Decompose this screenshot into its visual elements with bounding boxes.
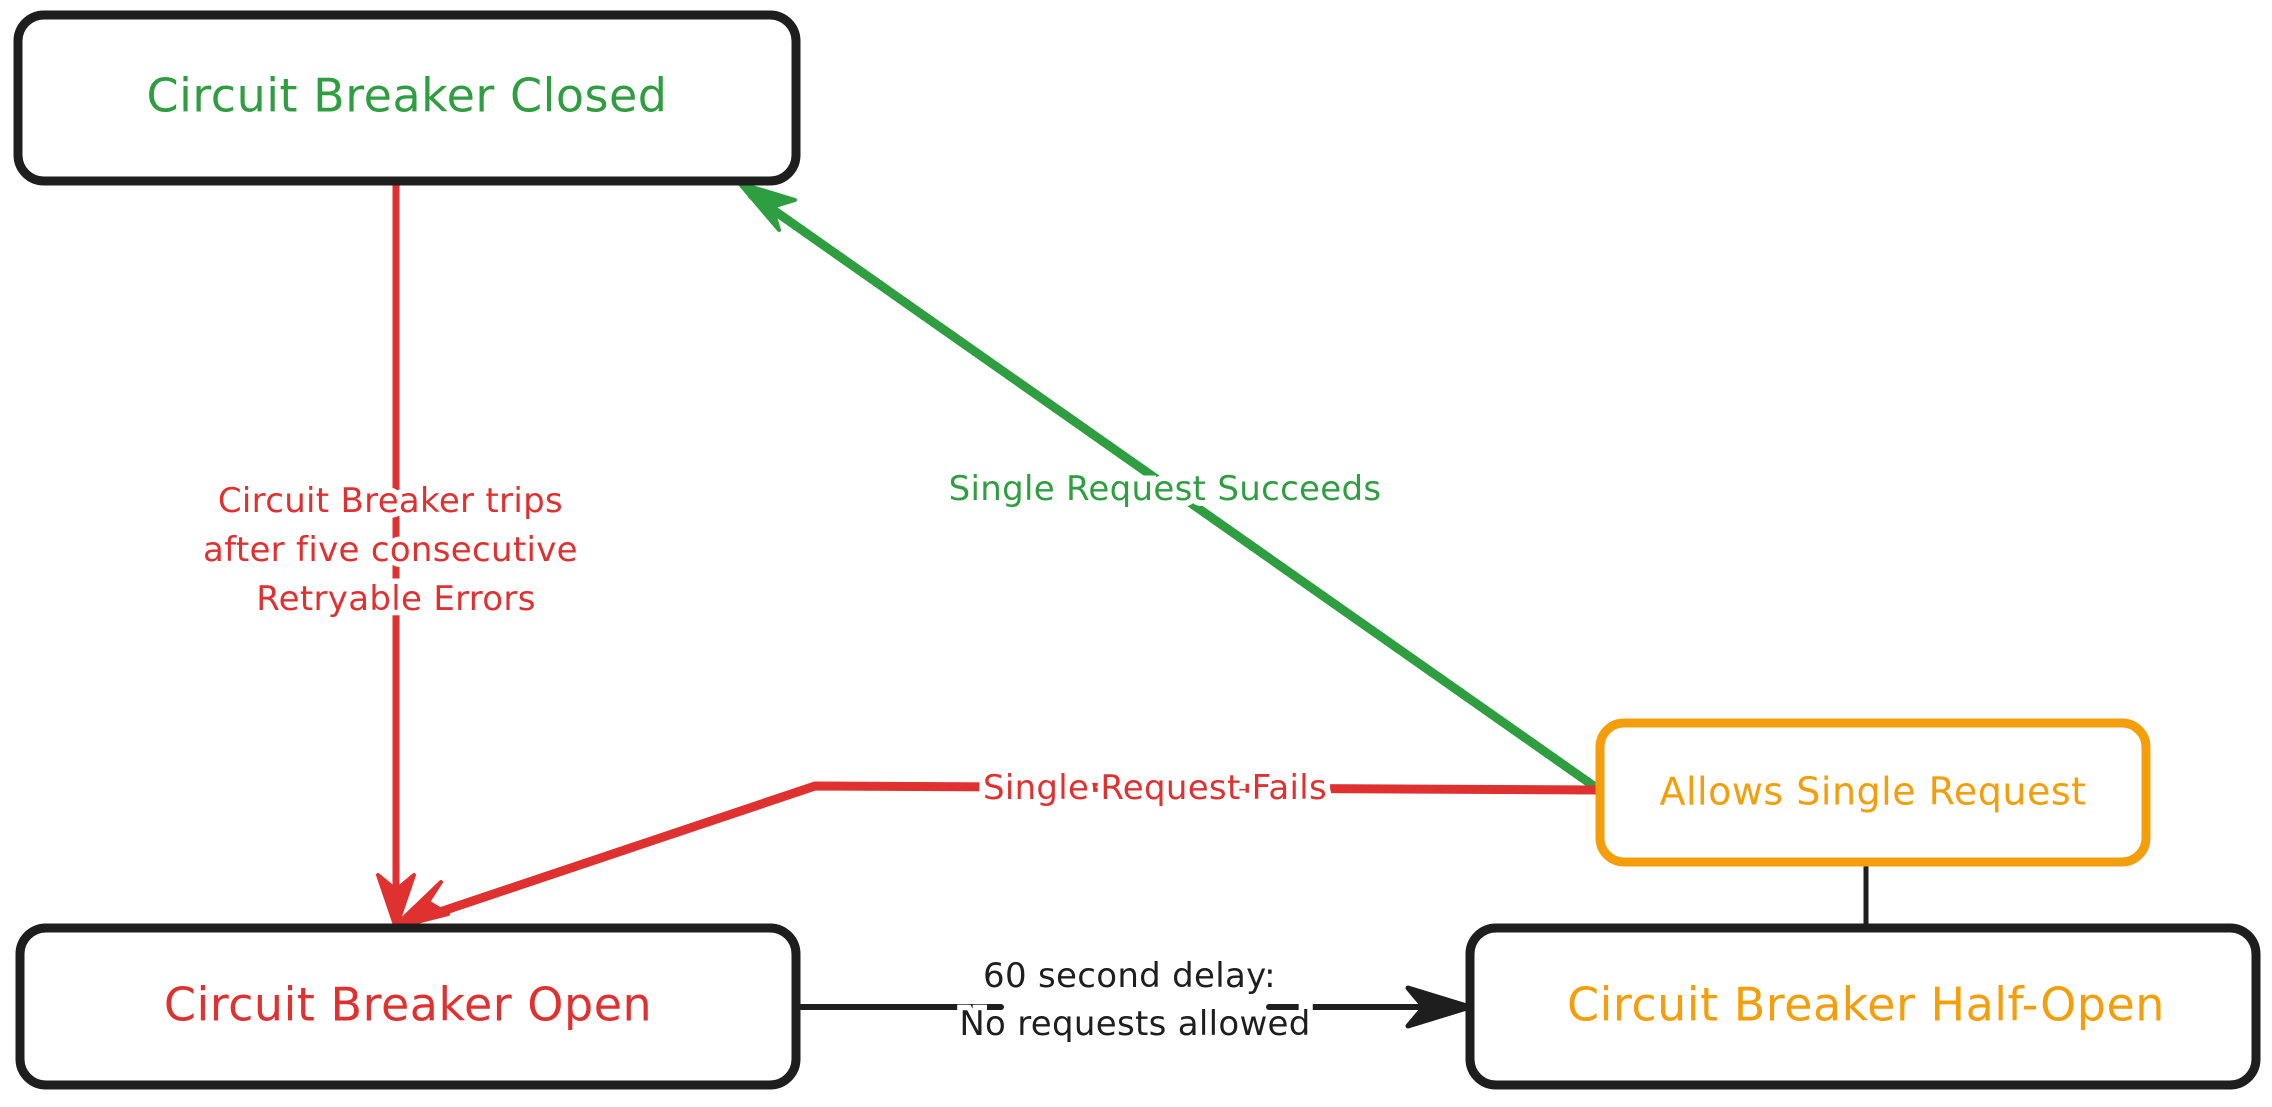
node-allows-single-request[interactable]: Allows Single Request (1595, 718, 2151, 867)
edge-label-line: Retryable Errors (256, 579, 535, 619)
edge-label-allows-to-open-text: Single Request Fails (983, 768, 1327, 808)
node-open-box (15, 923, 801, 1090)
node-half-open-box (1465, 923, 2261, 1090)
node-allows-box (1595, 718, 2151, 867)
edge-closed-to-open (376, 178, 416, 930)
node-open-label: Circuit Breaker Open (164, 978, 652, 1032)
node-circuit-breaker-closed[interactable]: Circuit Breaker Closed (13, 10, 801, 186)
node-closed-label: Circuit Breaker Closed (147, 69, 668, 123)
arrowhead-allows-to-closed (737, 181, 797, 232)
edge-allows-to-open (391, 781, 1603, 930)
arrowhead-closed-to-open (376, 873, 416, 930)
edge-label-allows-to-closed-text: Single Request Succeeds (949, 469, 1382, 509)
node-half-open-label: Circuit Breaker Half-Open (1567, 978, 2165, 1032)
edge-label-allows-to-closed: Single Request Succeeds (943, 463, 1387, 515)
edge-line-allows-to-open (399, 781, 1603, 929)
edge-label-open-to-half-open: 60 second delay: No requests allowed (954, 951, 1316, 1050)
edge-label-line: Circuit Breaker trips (218, 481, 563, 521)
edge-label-open-to-half-open-text: 60 second delay: No requests allowed (959, 956, 1310, 1044)
arrowhead-allows-to-open (391, 880, 450, 930)
edge-allows-to-closed (737, 181, 1603, 794)
node-allows-label: Allows Single Request (1659, 770, 2086, 814)
edge-label-line: after five consecutive (203, 530, 578, 570)
node-circuit-breaker-open[interactable]: Circuit Breaker Open (15, 923, 801, 1090)
edge-label-line: Single Request Fails (983, 768, 1327, 808)
edge-label-closed-to-open: Circuit Breaker trips after five consecu… (198, 476, 589, 625)
edge-label-allows-to-open: Single Request Fails (977, 762, 1333, 814)
node-circuit-breaker-half-open[interactable]: Circuit Breaker Half-Open (1465, 923, 2261, 1090)
edge-open-to-half-open (793, 985, 1473, 1029)
node-closed-box (13, 10, 801, 186)
edge-label-line: 60 second delay: (983, 956, 1276, 996)
edge-label-line: No requests allowed (959, 1004, 1310, 1044)
arrowhead-open-to-half-open (1405, 985, 1473, 1029)
edge-label-closed-to-open-text: Circuit Breaker trips after five consecu… (203, 481, 589, 619)
edge-label-line: Single Request Succeeds (949, 469, 1382, 509)
edge-line-allows-to-closed (747, 190, 1603, 794)
